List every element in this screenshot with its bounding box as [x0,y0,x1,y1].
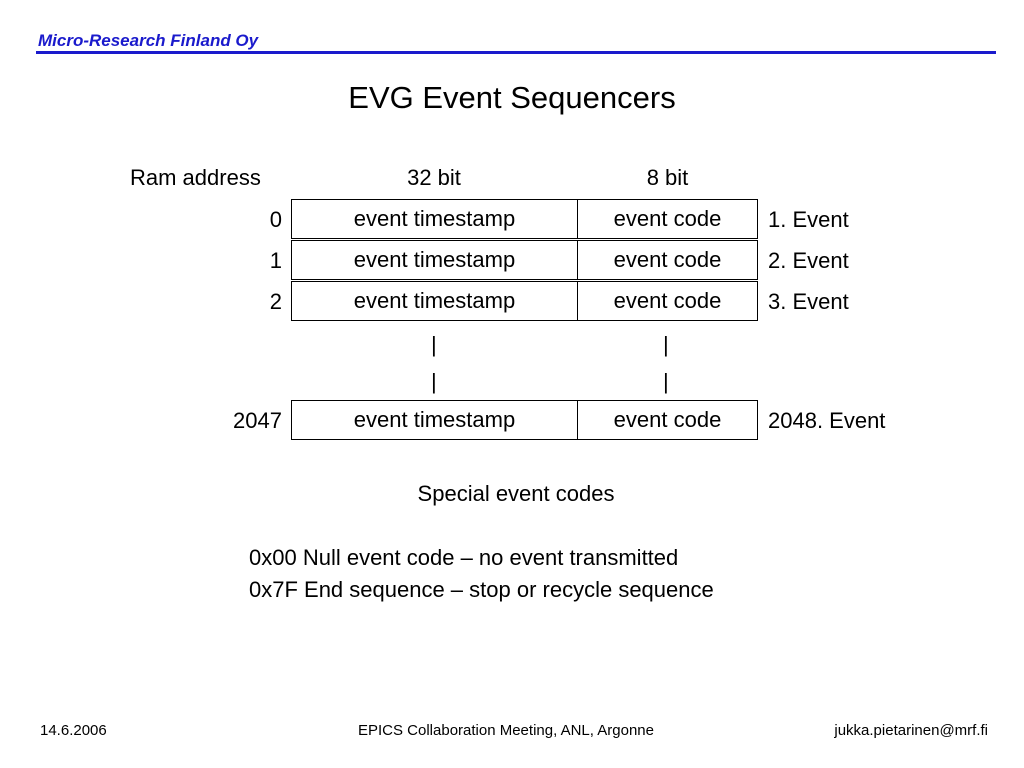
code-cell: event code [613,206,722,231]
header-8-bit: 8 bit [646,165,689,190]
row-address: 2 [269,289,282,314]
continuation-marker: | [663,369,669,394]
special-code-line: 0x7F End sequence – stop or recycle sequ… [249,577,714,602]
footer-event: EPICS Collaboration Meeting, ANL, Argonn… [357,722,654,739]
code-cell: event code [613,288,722,313]
row-label: 3. Event [768,289,849,314]
table-row: event timestamp event code [291,400,758,440]
special-codes-heading: Special event codes [417,481,615,506]
header-32-bit: 32 bit [407,165,461,190]
row-address: 0 [269,207,282,232]
timestamp-cell: event timestamp [292,241,578,279]
slide-title: EVG Event Sequencers [348,80,676,115]
continuation-marker: | [663,332,669,357]
footer-email: jukka.pietarinen@mrf.fi [834,722,988,739]
timestamp-cell: event timestamp [292,282,578,320]
header-ram-address: Ram address [130,165,261,190]
special-code-line: 0x00 Null event code – no event transmit… [249,545,679,570]
row-label: 2048. Event [768,408,886,433]
continuation-marker: | [431,369,437,394]
footer-date: 14.6.2006 [40,722,107,739]
code-cell: event code [613,247,722,272]
code-cell: event code [613,407,722,432]
timestamp-cell: event timestamp [292,200,578,238]
header-rule [36,51,996,54]
table-row: event timestamp event code [291,240,758,280]
row-label: 2. Event [768,248,849,273]
table-row: event timestamp event code [291,281,758,321]
table-row: event timestamp event code [291,199,758,239]
continuation-marker: | [431,332,437,357]
row-label: 1. Event [768,207,849,232]
timestamp-cell: event timestamp [292,401,578,439]
row-address: 2047 [233,408,282,433]
row-address: 1 [269,248,282,273]
company-name: Micro-Research Finland Oy [38,31,259,50]
